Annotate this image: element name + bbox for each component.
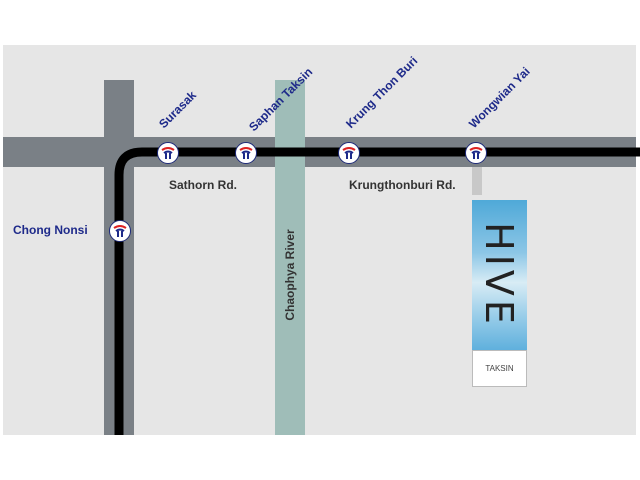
station-chong-nonsi-icon[interactable] [109,220,131,242]
station-krung-thon-buri-icon[interactable] [338,142,360,164]
hive-logo: HIVE [477,222,521,328]
station-surasak-icon[interactable] [157,142,179,164]
station-label: Chong Nonsi [13,223,88,237]
station-wongwian-yai-icon[interactable] [465,142,487,164]
river-label: Chaophya River [283,229,297,321]
road-label-krungthonburi: Krungthonburi Rd. [349,178,456,192]
hive-building[interactable] [472,200,527,350]
road-label-sathorn: Sathorn Rd. [169,178,237,192]
building-name: TAKSIN [472,350,527,387]
side-street [472,167,482,195]
chaophya-river [275,80,305,435]
station-saphan-taksin-icon[interactable] [235,142,257,164]
